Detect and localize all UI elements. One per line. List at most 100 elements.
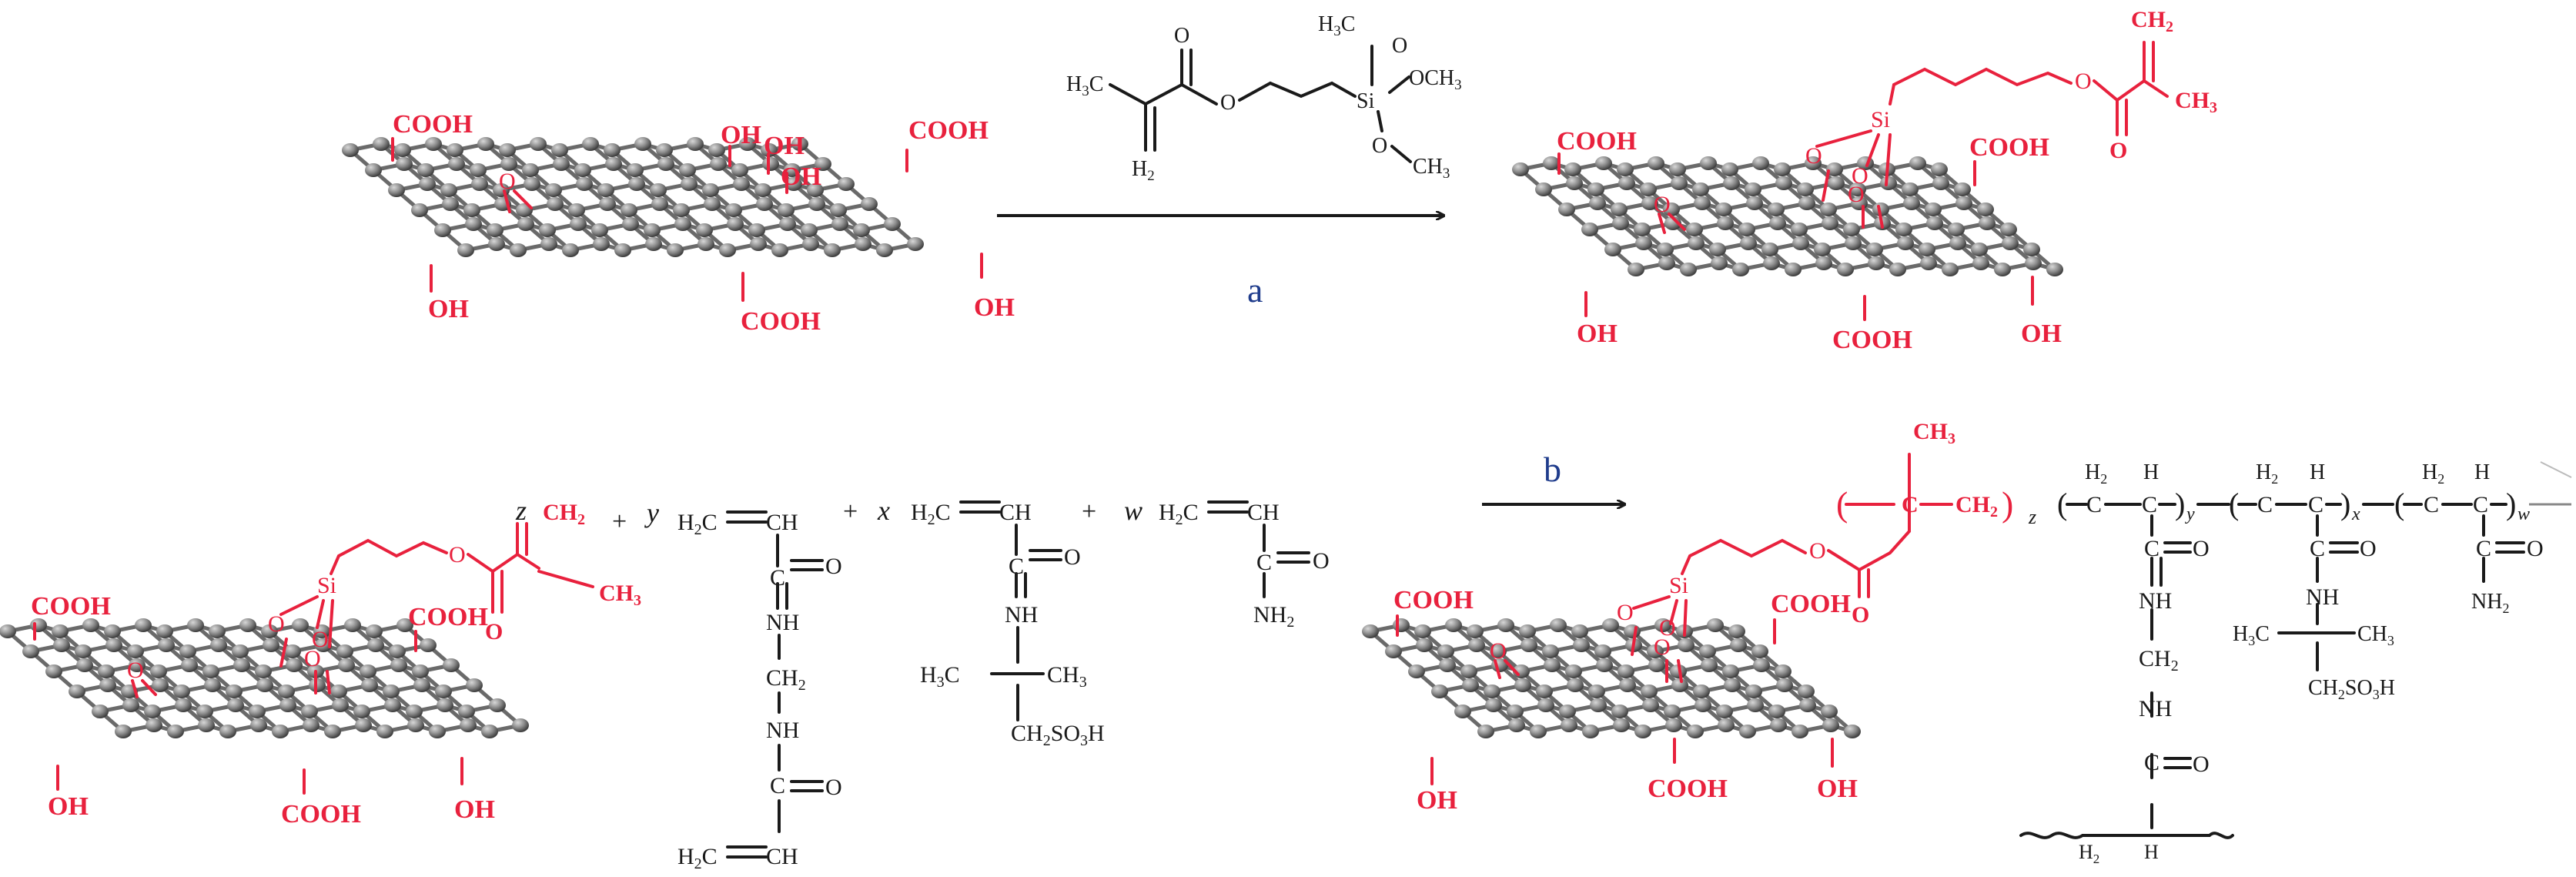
carbon-atom xyxy=(1571,624,1588,638)
monomers: + y H2C CH C O NH CH2 NH C O H2C CH + x … xyxy=(612,495,1330,872)
carbon-atom xyxy=(1715,203,1732,216)
carbon-atom xyxy=(815,157,831,171)
oh-label: OH xyxy=(454,795,495,824)
carbon-atom xyxy=(1897,236,1914,250)
carbon-atom xyxy=(1414,624,1431,638)
carbon-atom xyxy=(383,685,400,698)
mba-h2c: H2C xyxy=(677,844,718,872)
carbon-atom xyxy=(53,638,70,652)
carbon-atom xyxy=(1844,725,1861,738)
carbon-atom xyxy=(1977,203,1994,216)
carbon-atom xyxy=(1543,156,1560,170)
carbon-atom xyxy=(1647,644,1664,658)
carbon-atom xyxy=(396,157,413,171)
carbon-atom xyxy=(750,237,767,251)
carbon-atom xyxy=(1618,664,1634,678)
carbon-atom xyxy=(1919,243,1935,256)
backbone-c: C xyxy=(2257,492,2273,517)
carbon-atom xyxy=(674,217,691,231)
bracket-open: ( xyxy=(1836,484,1848,524)
bracket-close: ) xyxy=(2002,484,2013,524)
carbon-atom xyxy=(92,705,109,718)
epoxide-o-label: O xyxy=(1654,192,1671,217)
carbon-atom xyxy=(802,237,819,251)
pendant-ch2so3h: CH2SO3H xyxy=(2308,676,2395,702)
carbon-atom xyxy=(429,725,446,738)
mba-c: C xyxy=(770,773,785,798)
carbon-atom xyxy=(279,698,296,712)
mba-ch: CH xyxy=(766,510,798,535)
carbon-atom xyxy=(1805,156,1822,170)
carbon-atom xyxy=(1880,176,1897,190)
carbon-atom xyxy=(232,644,249,658)
carbon-atom xyxy=(99,678,116,692)
carbon-atom xyxy=(510,243,527,257)
carbon-atom xyxy=(681,177,698,191)
reagent-o-top: O xyxy=(1392,34,1407,58)
carbon-atom xyxy=(1512,162,1529,176)
carbon-atom xyxy=(1602,618,1619,632)
carbonyl-o-label: O xyxy=(2109,138,2127,163)
carbon-atom xyxy=(1439,658,1456,672)
carbon-atom xyxy=(1536,685,1553,698)
carbon-atom xyxy=(373,137,390,151)
mba-nh: NH xyxy=(766,718,799,743)
cooh-label: COOH xyxy=(908,116,989,145)
cooh-label: COOH xyxy=(408,603,488,631)
pendant-o: O xyxy=(2193,536,2210,561)
carbon-atom xyxy=(1408,664,1425,678)
reagent-si: Si xyxy=(1357,89,1375,113)
carbon-atom xyxy=(719,243,736,257)
carbon-atom xyxy=(1589,196,1606,210)
si-o-label: O xyxy=(312,627,329,652)
carbon-atom xyxy=(1484,685,1500,698)
oh-label: OH xyxy=(1577,320,1618,348)
carbon-atom xyxy=(1814,243,1831,256)
silane-reagent: H3C O O H2 Si H3C O OCH3 O CH3 xyxy=(1066,12,1462,184)
carbon-atom xyxy=(2000,223,2017,236)
backbone-c: C xyxy=(2424,492,2439,517)
reagent-ester-o: O xyxy=(1220,91,1236,115)
arrow-b-label: b xyxy=(1544,450,1561,489)
carbon-atom xyxy=(1594,644,1611,658)
carbon-atom xyxy=(1565,664,1582,678)
si-o-label: O xyxy=(1617,600,1634,625)
carbon-atom xyxy=(407,718,424,732)
carbon-atom xyxy=(1587,182,1604,196)
si-o-label: O xyxy=(1654,634,1671,660)
carbon-atom xyxy=(1799,698,1816,712)
si-o-label: O xyxy=(1852,163,1868,189)
cooh-label: COOH xyxy=(1771,590,1851,618)
carbon-atom xyxy=(301,705,318,718)
carbon-atom xyxy=(1722,664,1739,678)
carbon-atom xyxy=(442,197,459,211)
carbon-atom xyxy=(1716,705,1733,718)
carbon-atom xyxy=(597,183,614,197)
carbon-atom xyxy=(570,217,587,231)
carbon-atom xyxy=(1573,638,1590,652)
carbon-atom xyxy=(1665,718,1682,732)
carbon-atom xyxy=(303,718,319,732)
carbon-atom xyxy=(417,163,434,177)
carbon-atom xyxy=(1775,176,1792,190)
carbon-atom xyxy=(2023,243,2040,256)
carbon-atom xyxy=(1634,223,1651,236)
carbon-atom xyxy=(286,658,303,672)
carbon-atom xyxy=(388,183,405,197)
carbon-atom xyxy=(651,197,668,211)
carbon-atom xyxy=(1485,698,1502,712)
cooh-label: COOH xyxy=(1969,133,2049,162)
oh-label: OH xyxy=(781,162,821,191)
pendant-ch2: CH2 xyxy=(2139,646,2179,674)
carbon-atom xyxy=(365,163,382,177)
mba-ch2: CH2 xyxy=(766,665,806,694)
carbon-atom xyxy=(1955,196,1972,210)
carbon-atom xyxy=(1658,256,1675,270)
carbon-atom xyxy=(471,177,488,191)
carbon-atom xyxy=(1872,203,1889,216)
carbon-atom xyxy=(1634,725,1651,738)
carbon-atom xyxy=(1588,685,1605,698)
product-groups: COOH O COOH Si O O O O O CH3 ( C CH2 ) z… xyxy=(1393,419,2036,815)
mba-o: O xyxy=(825,775,842,800)
carbon-atom xyxy=(2025,256,2042,270)
